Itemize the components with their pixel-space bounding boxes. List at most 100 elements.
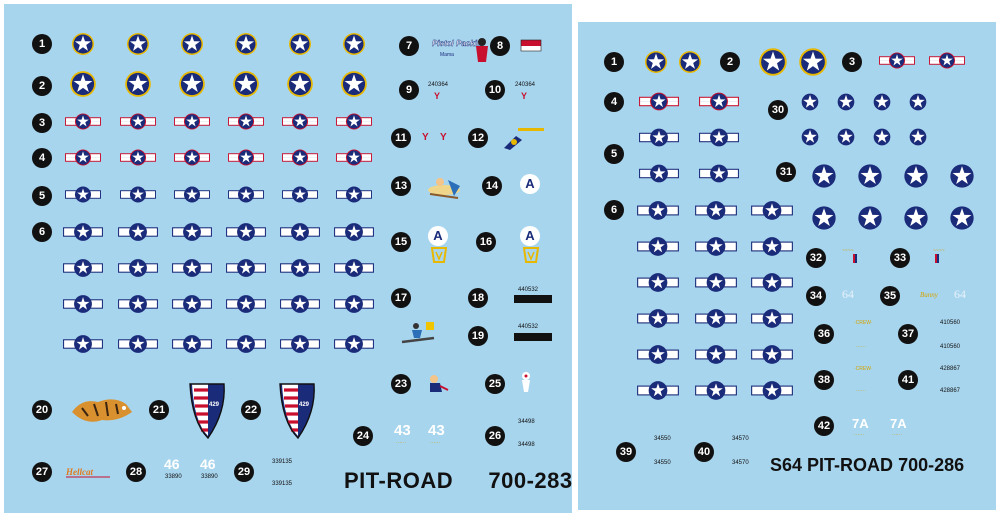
aircraft-code: 46 [200, 456, 216, 472]
small-code: ······ [854, 432, 864, 438]
decal-number-badge: 13 [391, 176, 411, 196]
serial-number: 440532 [518, 287, 539, 293]
star-insignia-icon [872, 92, 892, 112]
decal-number-badge: 12 [468, 128, 488, 148]
serial-number: 410560 [940, 344, 961, 350]
star-and-bar-insignia-icon [280, 259, 320, 277]
star-and-bar-insignia-icon [172, 335, 212, 353]
star-and-bar-insignia-icon [120, 149, 156, 166]
star-and-bar-insignia-icon [929, 52, 965, 69]
mission-art-icon [504, 128, 544, 150]
decal-number-badge: 31 [776, 162, 796, 182]
nose-art-script-icon: Hellcat [65, 467, 110, 478]
decal-number-badge: 11 [391, 128, 411, 148]
decal-number-badge: 3 [32, 113, 52, 133]
star-and-bar-insignia-icon [334, 223, 374, 241]
aircraft-code: 43 [394, 422, 411, 439]
serial-number: 34498 [518, 442, 535, 448]
ribbon-icon [853, 254, 857, 263]
serial-number: 339135 [272, 481, 293, 487]
tail-number: 429 [299, 402, 310, 408]
small-code: ~~~~ [933, 248, 945, 254]
nose-art-pinup-icon: Pistol Packin Mama [432, 38, 488, 62]
star-and-bar-insignia-icon [226, 295, 266, 313]
star-and-bar-insignia-icon [336, 186, 372, 203]
star-and-bar-insignia-icon [63, 259, 103, 277]
star-and-bar-insignia-icon [282, 149, 318, 166]
decal-number-badge: 8 [490, 36, 510, 56]
decal-number-badge: 5 [32, 186, 52, 206]
star-and-bar-insignia-icon [639, 128, 679, 147]
star-and-bar-insignia-icon [172, 295, 212, 313]
decal-number-badge: 42 [814, 416, 834, 436]
star-and-bar-insignia-icon [118, 295, 158, 313]
star-and-bar-insignia-icon [336, 113, 372, 130]
star-and-bar-insignia-icon [695, 237, 737, 256]
decal-number-badge: 4 [32, 148, 52, 168]
serial-number: 440532 [518, 324, 539, 330]
svg-text:Y: Y [422, 132, 429, 143]
small-code: ······ [430, 440, 440, 446]
decal-sheet-700-286: 1 2 3 4 5 6 30 31 32 33 34 35 36 37 38 4… [578, 22, 996, 510]
small-code: ······ [396, 440, 406, 446]
svg-text:Mama: Mama [440, 52, 454, 58]
tail-code-icon: Y Y [422, 132, 447, 143]
decal-number-badge: 23 [391, 374, 411, 394]
star-and-bar-insignia-icon [65, 149, 101, 166]
star-insignia-icon [758, 47, 788, 77]
small-code: ······ [856, 344, 866, 350]
star-and-bar-insignia-icon [699, 164, 739, 183]
decal-number-badge: 32 [806, 248, 826, 268]
star-insignia-icon [908, 92, 928, 112]
decal-number-badge: 16 [476, 232, 496, 252]
star-and-bar-insignia-icon [228, 149, 264, 166]
star-and-bar-insignia-icon [63, 295, 103, 313]
star-and-bar-insignia-icon [639, 164, 679, 183]
product-title: S64 PIT-ROAD 700-286 [770, 455, 964, 476]
small-code: ······ [892, 432, 902, 438]
star-insignia-icon [856, 162, 884, 190]
star-and-bar-insignia-icon [118, 223, 158, 241]
svg-text:Y: Y [521, 91, 527, 100]
star-and-bar-insignia-icon [282, 186, 318, 203]
serial-number: 428867 [940, 366, 961, 372]
star-and-bar-insignia-icon [334, 295, 374, 313]
star-and-bar-insignia-icon [65, 113, 101, 130]
rudder-stripes-icon [189, 383, 225, 440]
star-insignia-icon [71, 32, 95, 56]
star-insignia-icon [340, 70, 368, 98]
decal-number-badge: 4 [604, 92, 624, 112]
star-insignia-icon [810, 204, 838, 232]
svg-text:Y: Y [440, 132, 447, 143]
star-insignia-icon [644, 50, 668, 74]
star-insignia-icon [948, 204, 976, 232]
product-number: 700-286 [898, 455, 965, 475]
star-insignia-icon [800, 127, 820, 147]
star-and-bar-insignia-icon [637, 201, 679, 220]
star-insignia-icon [856, 204, 884, 232]
star-and-bar-insignia-icon [118, 335, 158, 353]
decal-number-badge: 2 [32, 76, 52, 96]
star-insignia-icon [286, 70, 314, 98]
star-and-bar-insignia-icon [751, 237, 793, 256]
star-and-bar-insignia-icon [120, 186, 156, 203]
serial-number: 33890 [165, 474, 182, 480]
serial-number: 428867 [940, 388, 961, 394]
star-insignia-icon [948, 162, 976, 190]
squadron-letter-a: A [520, 174, 540, 194]
star-and-bar-insignia-icon [695, 273, 737, 292]
star-and-bar-insignia-icon [174, 186, 210, 203]
star-and-bar-insignia-icon [695, 201, 737, 220]
decal-number-badge: 27 [32, 462, 52, 482]
decal-number-badge: 35 [880, 286, 900, 306]
scale-prefix: S64 [770, 455, 803, 475]
decal-number-badge: 1 [604, 52, 624, 72]
decal-number-badge: 15 [391, 232, 411, 252]
star-and-bar-insignia-icon [695, 345, 737, 364]
star-and-bar-insignia-icon [751, 381, 793, 400]
star-and-bar-insignia-icon [118, 259, 158, 277]
star-and-bar-insignia-icon [637, 345, 679, 364]
nose-art-icon [428, 178, 460, 199]
star-and-bar-insignia-icon [280, 295, 320, 313]
serial-number: 34550 [654, 460, 671, 466]
